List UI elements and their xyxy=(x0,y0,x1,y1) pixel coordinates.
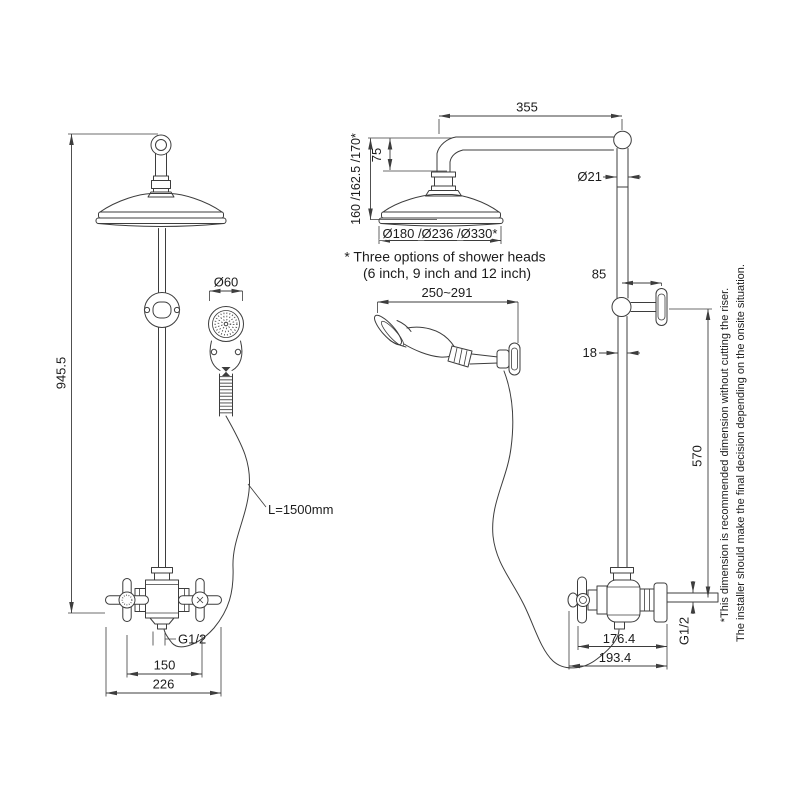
dim-bracket-to-valve: 570 xyxy=(669,308,712,598)
dim-hand-shower-reach-label: 250~291 xyxy=(422,285,473,300)
dim-hand-shower-reach: 250~291 xyxy=(377,285,519,343)
dim-lower-riser-diameter: 18 xyxy=(583,345,640,360)
dim-overall-depth: 193.4 xyxy=(568,611,667,670)
dim-riser-diameter-label: Ø21 xyxy=(577,169,602,184)
outlet-thread-label-front: G1/2 xyxy=(178,632,206,647)
dim-arm-drop-label: 75 xyxy=(369,148,384,162)
front-view: 945.5 Ø60 L=1500mm G1/2 150 226 xyxy=(54,133,333,697)
dim-overall-height: 945.5 xyxy=(54,133,158,614)
side-view: 355 160 /162.5 /170* 75 Ø180 /Ø236 /Ø330… xyxy=(344,100,747,670)
hose-length-callout: L=1500mm xyxy=(247,483,333,517)
riser-pipe-side xyxy=(613,130,632,568)
dim-bracket-offset: 85 xyxy=(592,267,662,286)
hand-shower-side xyxy=(374,314,521,376)
hose-length-label: L=1500mm xyxy=(268,502,333,517)
hand-shower-hose-side xyxy=(492,370,620,669)
dim-bracket-to-valve-label: 570 xyxy=(690,445,705,467)
dim-inlet-centers-label: 150 xyxy=(154,658,176,673)
dim-riser-diameter: Ø21 xyxy=(577,169,641,184)
wall-bracket-side xyxy=(611,288,668,326)
dim-head-height-options: 160 /162.5 /170* xyxy=(349,133,452,225)
head-options-note-line2: (6 inch, 9 inch and 12 inch) xyxy=(363,265,531,281)
dim-hand-shower-diameter-label: Ø60 xyxy=(214,275,239,290)
hand-shower-hose-front xyxy=(163,373,251,648)
mixer-valve-side xyxy=(567,567,719,630)
shower-arm-side xyxy=(425,136,615,197)
dim-bracket-offset-label: 85 xyxy=(592,267,606,282)
dim-valve-to-wall: 176.4 xyxy=(577,624,668,670)
valve-handle-right xyxy=(178,578,222,622)
shower-arm-front xyxy=(147,134,175,198)
overhead-shower-head-side xyxy=(378,194,504,227)
dim-overall-width: 226 xyxy=(105,627,222,697)
outlet-thread-label-side: G1/2 xyxy=(677,617,692,645)
dim-head-height-options-label: 160 /162.5 /170* xyxy=(349,133,363,225)
overhead-shower-head-front xyxy=(95,193,227,227)
outlet-thread-callout-front: G1/2 xyxy=(152,631,206,647)
cradle-knob xyxy=(221,367,231,377)
riser-note-line2: The installer should make the final deci… xyxy=(735,264,747,642)
dim-valve-to-wall-label: 176.4 xyxy=(603,631,636,646)
mixer-valve-front xyxy=(105,567,222,630)
wall-bracket-front xyxy=(143,292,181,328)
dim-overall-height-label: 945.5 xyxy=(54,357,69,390)
valve-handle-left xyxy=(105,578,149,622)
riser-pipe-front xyxy=(158,228,166,568)
dim-head-diameter-options: Ø180 /Ø236 /Ø330* xyxy=(378,224,502,244)
dim-lower-riser-diameter-label: 18 xyxy=(583,345,597,360)
dim-arm-projection: 355 xyxy=(438,100,623,134)
head-options-note: * Three options of shower heads (6 inch,… xyxy=(344,249,545,282)
dim-head-diameter-options-label: Ø180 /Ø236 /Ø330* xyxy=(383,226,498,241)
riser-note: *This dimension is recommended dimension… xyxy=(719,264,747,642)
dim-arm-projection-label: 355 xyxy=(516,100,538,115)
outlet-thread-callout-side: G1/2 xyxy=(677,581,696,645)
dim-inlet-centers: 150 xyxy=(126,635,203,678)
dim-hand-shower-diameter: Ø60 xyxy=(209,275,243,301)
riser-note-line1: *This dimension is recommended dimension… xyxy=(719,288,731,622)
head-options-note-line1: * Three options of shower heads xyxy=(344,249,545,265)
dim-overall-width-label: 226 xyxy=(153,677,175,692)
dim-overall-depth-label: 193.4 xyxy=(599,650,632,665)
hand-shower-front xyxy=(208,306,244,377)
dim-arm-drop: 75 xyxy=(369,138,447,172)
